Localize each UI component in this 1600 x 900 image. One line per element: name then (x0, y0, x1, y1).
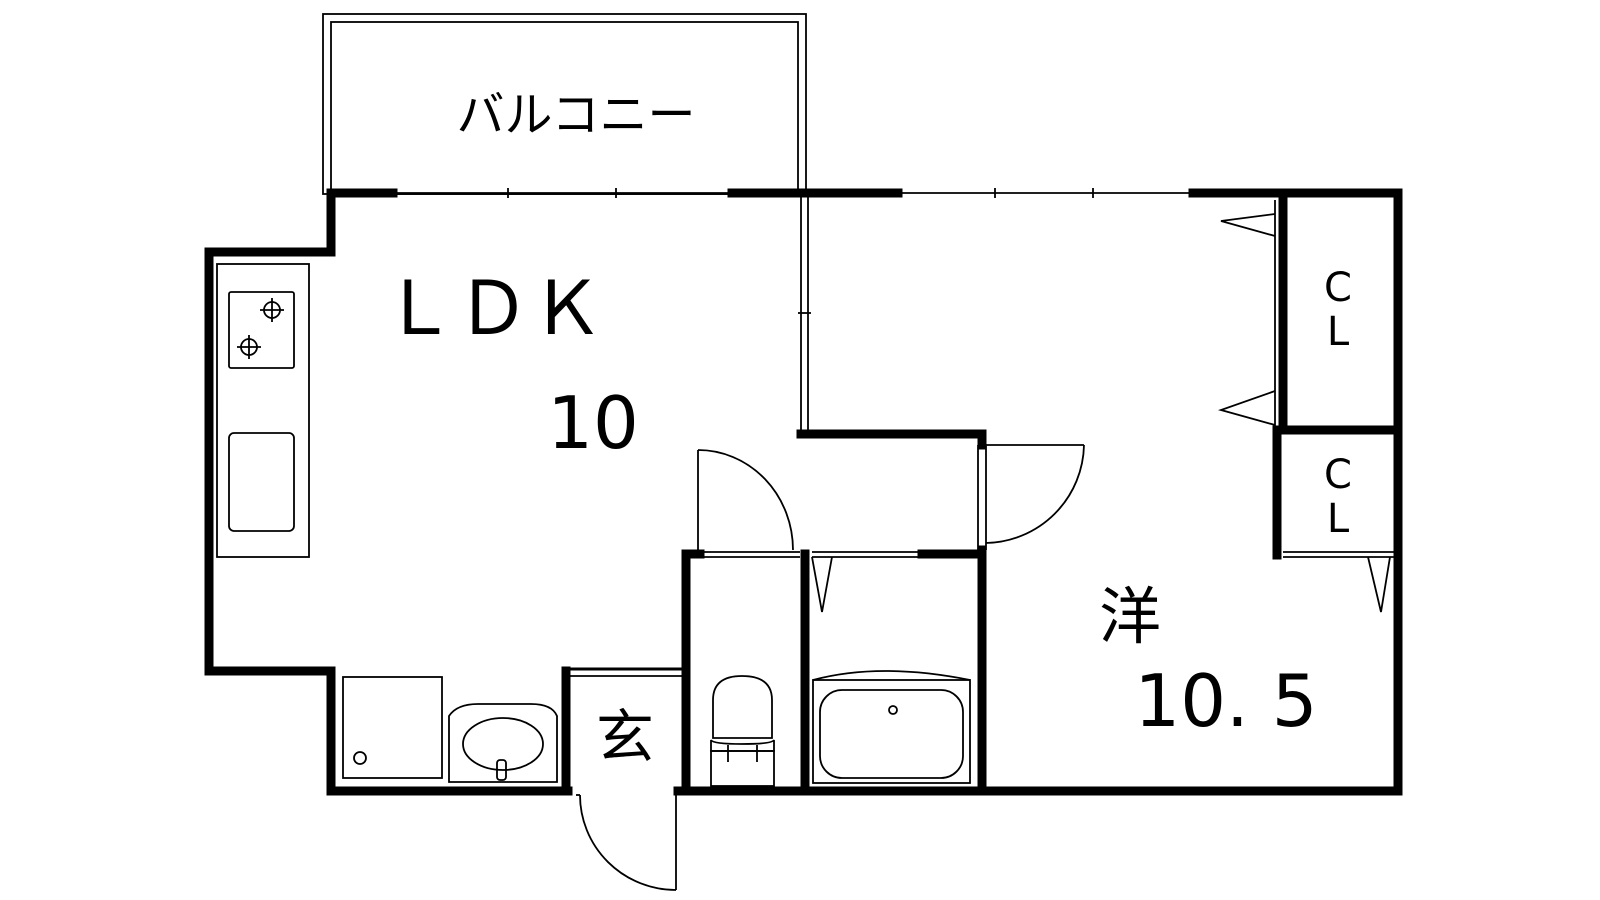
interior-walls (561, 196, 987, 796)
toilet (710, 675, 775, 787)
wash-basin (448, 703, 558, 783)
balcony-label: バルコニー (456, 87, 695, 143)
closet-top-l: L (1327, 309, 1350, 355)
balcony (322, 13, 807, 195)
washing-machine-space (342, 676, 443, 779)
entrance-label: 玄 (596, 703, 654, 771)
closet-bottom-c: C (1324, 452, 1352, 498)
western-room-size: 10. 5 (1134, 659, 1317, 743)
ldk-label: ＬＤＫ (382, 266, 604, 352)
bathtub (812, 670, 971, 784)
ldk-size: 10 (547, 381, 639, 465)
balcony-sliding-windows (393, 188, 1193, 198)
gas-burner-icon (237, 298, 284, 359)
doors (576, 444, 1085, 891)
exterior-walls (204, 188, 1403, 796)
western-room-label: 洋 (1099, 580, 1161, 653)
closet-top-c: C (1324, 265, 1352, 311)
kitchen-counter (216, 263, 310, 558)
closets (1218, 191, 1403, 613)
closet-bottom-l: L (1327, 496, 1350, 542)
